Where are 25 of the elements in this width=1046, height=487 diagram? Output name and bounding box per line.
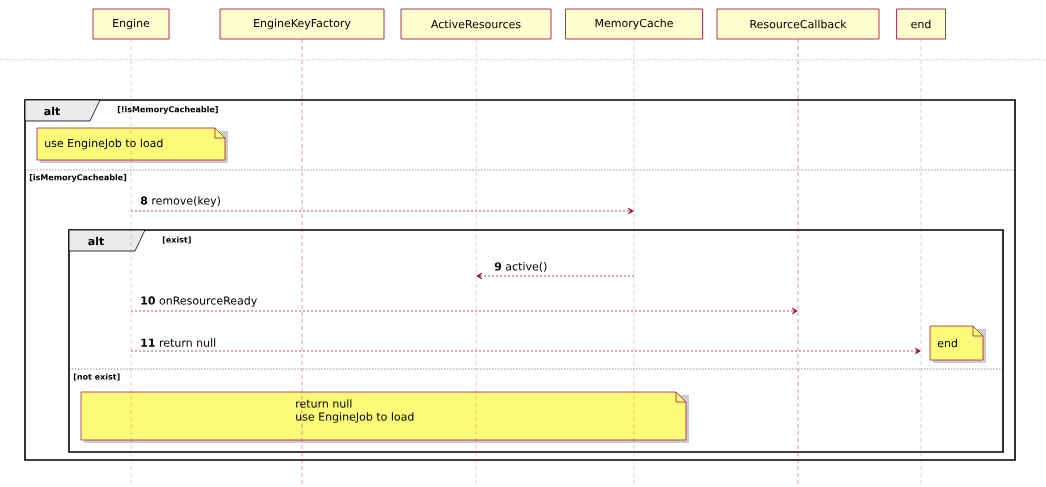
participant-box: EngineKeyFactory: [219, 8, 385, 40]
message-label: 10 onResourceReady: [139, 295, 259, 308]
message-arrow: [130, 307, 798, 315]
note: use EngineJob to load: [36, 127, 228, 163]
guard-label: [not exist]: [73, 373, 120, 381]
message-arrow: [130, 207, 634, 215]
participant-box: end: [896, 8, 946, 40]
note: end: [929, 325, 986, 363]
guard-label: [exist]: [162, 236, 191, 244]
participant-box: Engine: [92, 8, 170, 40]
frame-tab: alt: [24, 99, 101, 122]
message-arrow: [130, 347, 921, 355]
message-label: 8 remove(key): [139, 195, 222, 208]
participant-box: ActiveResources: [400, 8, 552, 40]
guard-label: [isMemoryCacheable]: [29, 174, 127, 182]
message-label: 9 active(): [493, 261, 549, 273]
participant-box: ResourceCallback: [716, 8, 880, 40]
message-label: 11 return null: [139, 337, 218, 348]
participant-box: MemoryCache: [565, 8, 703, 40]
message-arrow: [476, 272, 635, 280]
note: return null use EngineJob to load: [80, 391, 689, 443]
frame-tab: alt: [68, 229, 146, 252]
guard-label: [!isMemoryCacheable]: [117, 106, 218, 114]
lifeline: [301, 38, 303, 487]
lifeline: [797, 38, 799, 487]
